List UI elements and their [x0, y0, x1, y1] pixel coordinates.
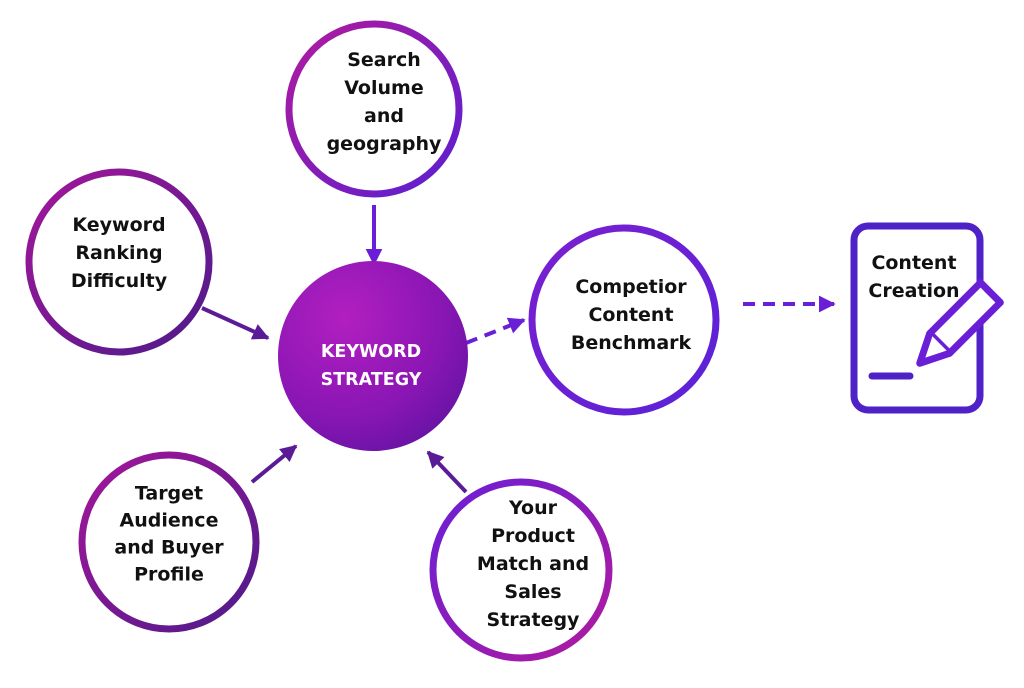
- competitor-benchmark-label-line-3: Benchmark: [571, 332, 692, 354]
- keyword-difficulty-node: [25, 168, 213, 356]
- product-match-label-line-3: Match and: [477, 553, 589, 575]
- competitor-benchmark-label-line-2: Content: [588, 304, 673, 326]
- keyword-strategy-center-node: [278, 261, 468, 451]
- product-match-label-line-1: Your: [508, 497, 558, 519]
- dashed-arrow-center-to-competitor: [465, 317, 526, 345]
- search-volume-label-line-4: geography: [327, 133, 442, 155]
- target-audience-label-line-3: and Buyer: [114, 537, 224, 559]
- product-match-node: [429, 478, 613, 662]
- keyword-strategy-label-line-1: KEYWORD: [321, 342, 421, 362]
- arrow-product-to-center: [426, 450, 468, 494]
- target-audience-label-line-4: Profile: [134, 564, 204, 586]
- target-audience-node: [78, 451, 260, 633]
- keyword-strategy-label: KEYWORD STRATEGY: [321, 342, 422, 390]
- arrow-difficulty-to-center: [201, 306, 270, 340]
- product-match-label-line-2: Product: [491, 525, 575, 547]
- keyword-strategy-label-line-2: STRATEGY: [321, 370, 422, 390]
- keyword-difficulty-label-line-2: Ranking: [75, 242, 162, 264]
- search-volume-label-line-2: Volume: [344, 77, 423, 99]
- pencil-icon: [916, 279, 1004, 367]
- competitor-benchmark-label-line-1: Competior: [575, 276, 687, 298]
- product-match-label-line-5: Strategy: [487, 609, 581, 631]
- target-audience-label-line-1: Target: [135, 483, 203, 505]
- search-volume-node: [285, 20, 463, 198]
- content-creation-label-line-2: Creation: [868, 280, 959, 302]
- content-creation-label-line-1: Content: [871, 252, 956, 274]
- keyword-difficulty-label-line-1: Keyword: [72, 214, 165, 236]
- product-match-label-line-4: Sales: [504, 581, 561, 603]
- competitor-benchmark-node: [528, 224, 720, 416]
- search-volume-label-line-3: and: [364, 105, 404, 127]
- keyword-difficulty-label-line-3: Difficulty: [71, 270, 168, 292]
- arrow-audience-to-center: [250, 444, 298, 484]
- target-audience-label-line-2: Audience: [120, 510, 219, 532]
- search-volume-label-line-1: Search: [347, 49, 421, 71]
